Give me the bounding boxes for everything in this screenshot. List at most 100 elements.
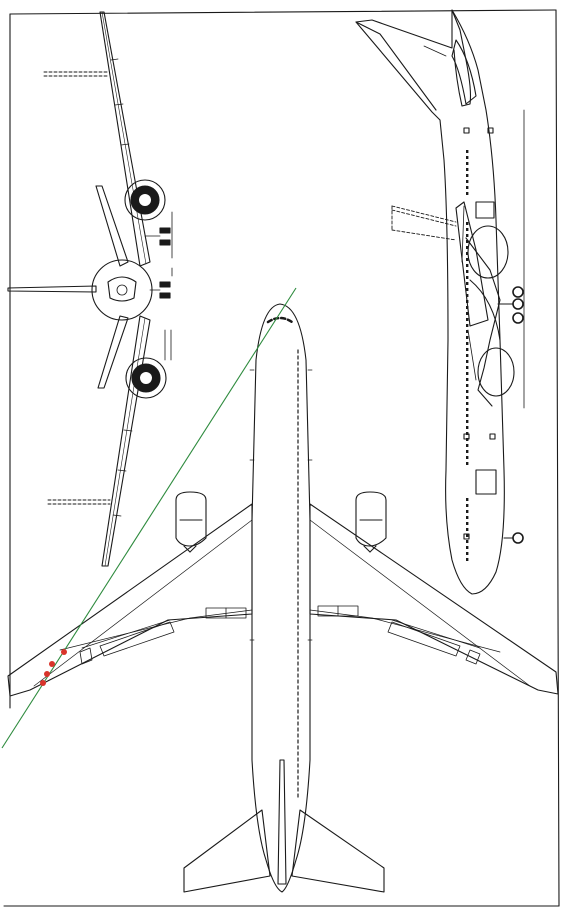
side-window (466, 558, 469, 561)
side-window (466, 288, 469, 291)
front-upper-wing (99, 11, 151, 267)
top-vertical-fin (277, 759, 287, 885)
side-window (466, 390, 469, 393)
side-window (466, 258, 469, 261)
side-window (466, 270, 469, 273)
side-hatch (463, 127, 470, 134)
side-window (466, 408, 469, 411)
side-window (466, 312, 469, 315)
side-tail-cone (451, 9, 472, 107)
side-window (466, 360, 469, 363)
side-window (466, 228, 469, 231)
side-window (466, 414, 469, 417)
side-window (466, 222, 469, 225)
side-window (466, 192, 469, 195)
front-tail-lower (97, 315, 129, 389)
side-window (466, 318, 469, 321)
side-window (466, 528, 469, 531)
side-window (466, 384, 469, 387)
side-window (466, 264, 469, 267)
front-cockpit (107, 276, 137, 302)
side-window (466, 540, 469, 543)
side-window (466, 162, 469, 165)
side-wing-root (469, 279, 501, 341)
side-window (466, 306, 469, 309)
side-window (466, 324, 469, 327)
red-marker (61, 649, 67, 655)
top-engine-left (175, 491, 207, 553)
side-window (466, 444, 469, 447)
side-window (466, 372, 469, 375)
front-gear-struts (144, 211, 173, 361)
side-ground-dashes (391, 205, 457, 241)
side-window (466, 294, 469, 297)
side-window (466, 420, 469, 423)
top-fuselage (251, 303, 311, 893)
side-window (466, 240, 469, 243)
top-right-wing (309, 503, 559, 695)
side-window (466, 378, 469, 381)
side-hatch (489, 433, 496, 440)
side-window-row (466, 150, 469, 561)
top-view (7, 303, 559, 893)
side-window (466, 282, 469, 285)
side-window (466, 150, 469, 153)
side-window (466, 402, 469, 405)
side-hatch (487, 127, 494, 134)
front-stabilizer (7, 285, 97, 293)
top-left-wing (7, 503, 253, 697)
side-door (475, 469, 497, 495)
front-fuselage (91, 259, 153, 321)
side-window (466, 462, 469, 465)
top-antenna-ticks (249, 369, 313, 641)
red-marker (44, 671, 50, 677)
side-window (466, 342, 469, 345)
side-wing (455, 201, 489, 327)
red-markers (40, 649, 67, 686)
side-window (466, 174, 469, 177)
top-horizontal-tail (291, 809, 385, 893)
front-engine-lower (125, 357, 167, 399)
side-window (466, 168, 469, 171)
side-window (466, 180, 469, 183)
side-view (355, 9, 525, 595)
side-window (466, 504, 469, 507)
side-engine-nacelle (467, 225, 509, 279)
side-window (466, 252, 469, 255)
side-tail-fin (355, 21, 437, 111)
side-pylon (465, 237, 501, 407)
side-window (466, 552, 469, 555)
side-window (466, 276, 469, 279)
side-window (466, 186, 469, 189)
front-landing-gear (159, 227, 171, 299)
top-engine-right (355, 491, 387, 553)
front-view (7, 11, 173, 567)
side-window (466, 534, 469, 537)
front-lower-wing (101, 315, 151, 567)
side-window (466, 366, 469, 369)
side-window (466, 498, 469, 501)
frame-border (3, 9, 560, 907)
side-nose-gear (503, 532, 524, 544)
side-door (475, 201, 495, 219)
red-marker (40, 680, 46, 686)
front-tail-upper (95, 185, 129, 267)
side-window (466, 354, 469, 357)
side-window (466, 510, 469, 513)
side-main-gear (497, 286, 524, 324)
side-window (466, 546, 469, 549)
top-flap-segments (79, 605, 481, 665)
front-engine-upper (124, 179, 166, 221)
side-window (466, 246, 469, 249)
side-window (466, 522, 469, 525)
side-engine-nacelle (477, 347, 515, 397)
side-window (466, 396, 469, 399)
top-horizontal-tail (183, 809, 271, 893)
side-window (466, 456, 469, 459)
side-tail-plane (451, 39, 477, 105)
side-window (466, 330, 469, 333)
side-window (466, 156, 469, 159)
side-window (466, 516, 469, 519)
top-cockpit-windows (266, 316, 294, 324)
